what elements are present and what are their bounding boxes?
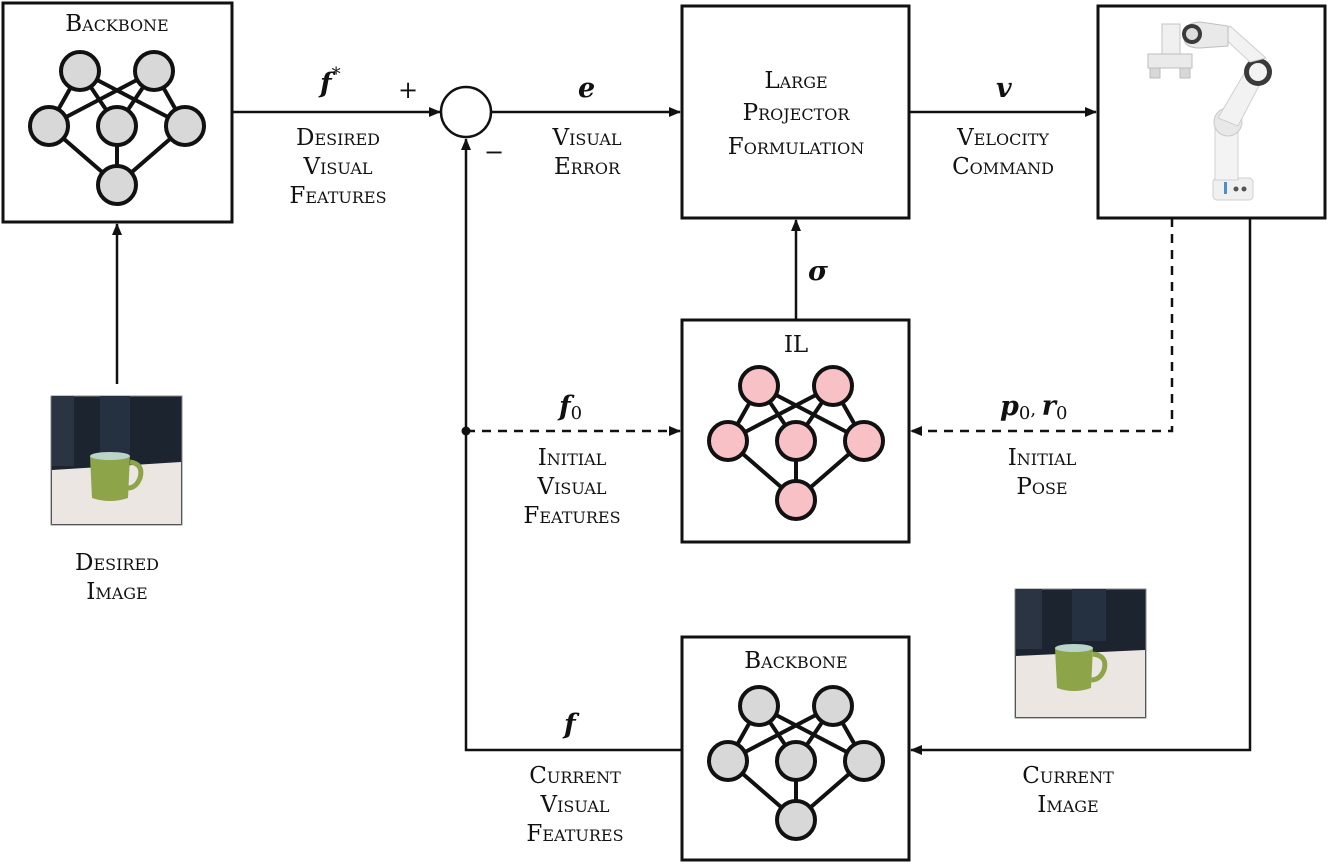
net-node (775, 479, 817, 521)
label-velocity-command: Velocity Command (952, 125, 1054, 180)
label-line: Command (952, 154, 1054, 180)
label-line: Visual (551, 125, 621, 151)
backbone-bottom-block: Backbone (680, 635, 911, 862)
projector-line-3: Formulation (728, 134, 864, 160)
net-node (775, 799, 817, 841)
label-visual-error: Visual Error (551, 125, 621, 180)
net-node (707, 740, 749, 782)
label-line: Current (529, 763, 621, 789)
label-line: Desired (75, 550, 159, 576)
label-desired-visual-features: Desired Visual Features (289, 125, 386, 209)
il-title: IL (784, 332, 808, 358)
neural-net-icon (28, 50, 206, 206)
minus-sign: − (484, 138, 504, 166)
net-node (164, 105, 206, 147)
net-node (707, 420, 749, 462)
il-block: IL (680, 318, 911, 544)
backbone-top-block: Backbone (1, 1, 234, 224)
net-node (738, 685, 780, 727)
label-line: Pose (1016, 474, 1067, 500)
signal-e: e (578, 73, 595, 104)
net-node (28, 105, 70, 147)
label-line: Initial (1008, 445, 1077, 471)
label-line: Features (523, 503, 620, 529)
signal-p0r0: p0, r0 (1000, 391, 1067, 424)
net-node (812, 685, 854, 727)
neural-net-icon (707, 365, 885, 521)
label-desired-image: Desired Image (75, 550, 159, 605)
label-line: Desired (296, 125, 380, 151)
arrow-current-image (910, 218, 1252, 755)
net-node (59, 50, 101, 92)
backbone-top-title: Backbone (65, 11, 169, 37)
label-line: Visual (302, 154, 372, 180)
signal-f0: f0 (557, 391, 582, 424)
label-line: Error (554, 154, 621, 180)
arrow-feedback-f (461, 138, 682, 752)
signal-fstar: f* (318, 64, 341, 99)
label-line: Visual (539, 792, 609, 818)
net-node (96, 164, 138, 206)
label-initial-visual-features: Initial Visual Features (523, 445, 620, 529)
signal-sigma: σ (808, 256, 828, 287)
connectors (112, 107, 1252, 755)
branch-dot (461, 426, 471, 436)
label-current-image: Current Image (1022, 763, 1114, 818)
plus-sign: + (398, 76, 418, 104)
label-line: Current (1022, 763, 1114, 789)
signal-v: v (996, 73, 1012, 104)
label-initial-pose: Initial Pose (1008, 445, 1077, 500)
neural-net-icon (707, 685, 885, 841)
signal-f: f (562, 709, 580, 740)
projector-line-1: Large (764, 68, 827, 94)
label-line: Features (526, 821, 623, 847)
label-line: Velocity (956, 125, 1049, 151)
label-line: Features (289, 183, 386, 209)
label-line: Image (1037, 792, 1098, 818)
net-node (96, 105, 138, 147)
label-line: Initial (538, 445, 607, 471)
label-line: Image (86, 579, 147, 605)
desired-image-photo (50, 395, 183, 526)
net-node (812, 365, 854, 407)
summing-junction: + − (398, 76, 504, 166)
robot-block (1096, 4, 1327, 220)
label-line: Visual (536, 474, 606, 500)
projector-block: Large Projector Formulation (680, 4, 911, 220)
net-node (133, 50, 175, 92)
arrow-initial-pose (910, 218, 1174, 436)
projector-line-2: Projector (743, 100, 851, 126)
net-node (775, 420, 817, 462)
net-node (843, 420, 885, 462)
backbone-bottom-title: Backbone (744, 648, 848, 674)
net-node (775, 740, 817, 782)
net-node (843, 740, 885, 782)
current-image-photo (1014, 588, 1147, 719)
net-node (738, 365, 780, 407)
robot-arm-icon (1147, 21, 1272, 201)
label-current-visual-features: Current Visual Features (526, 763, 623, 847)
